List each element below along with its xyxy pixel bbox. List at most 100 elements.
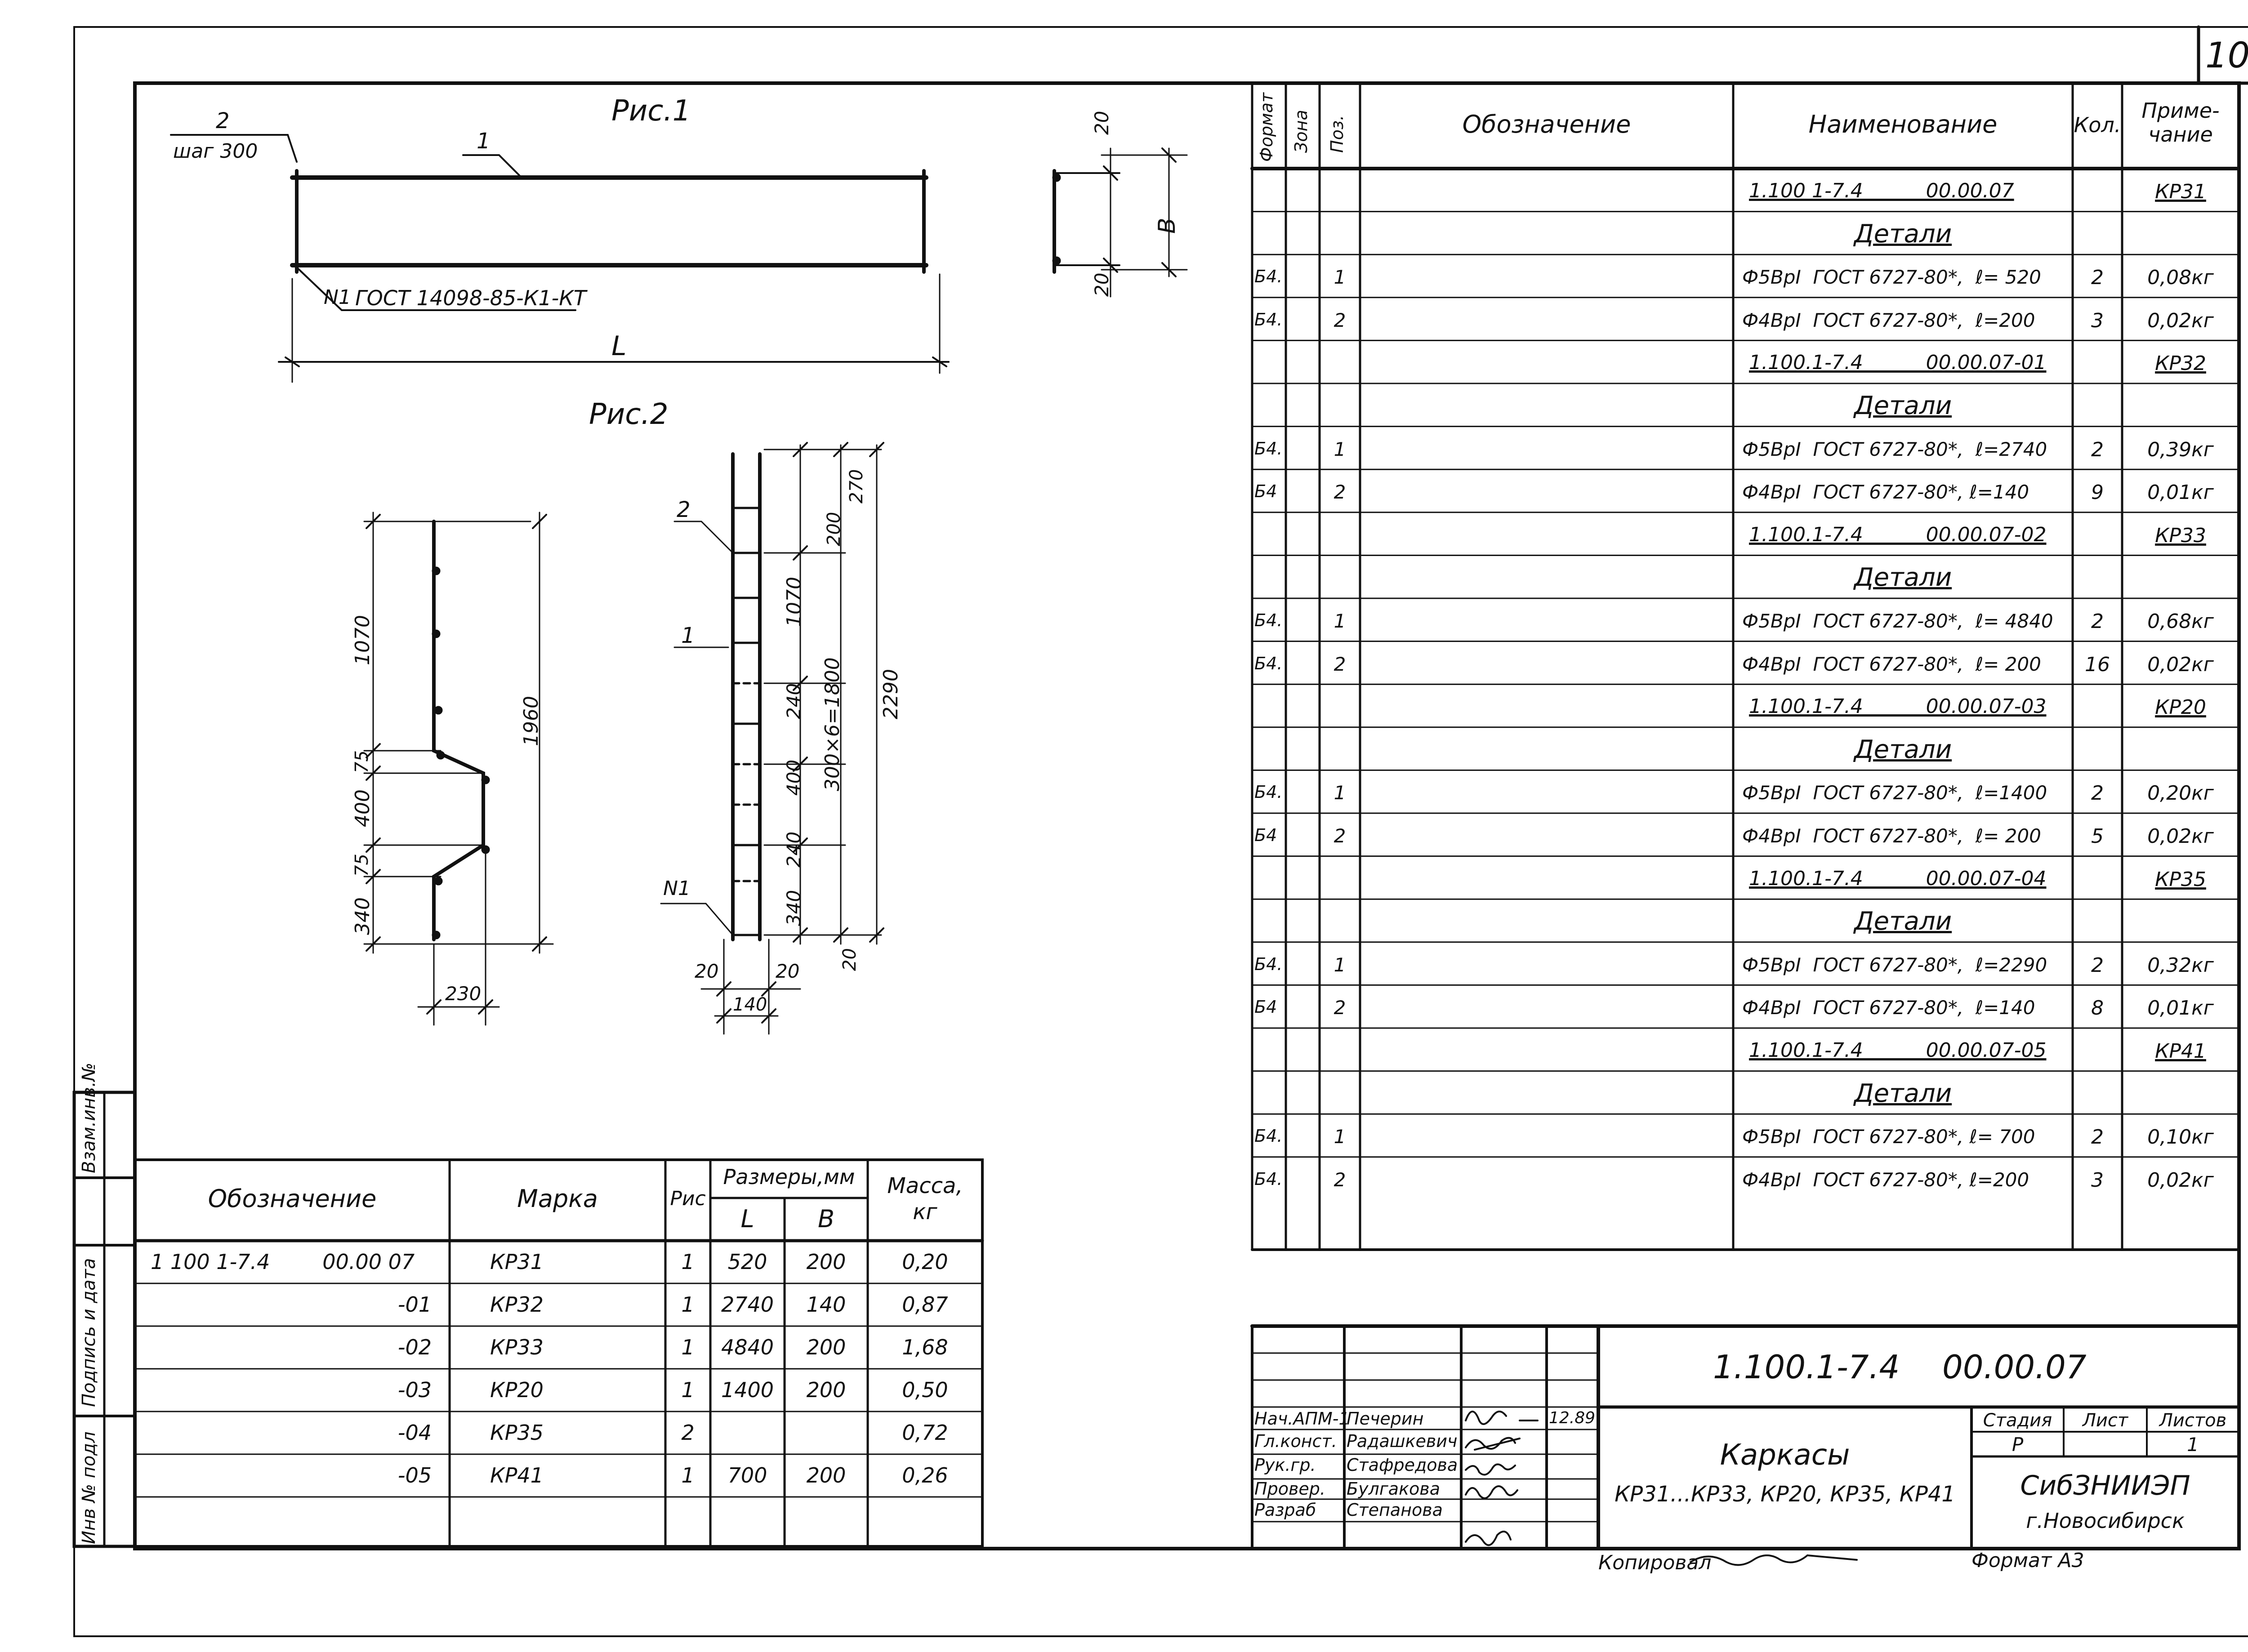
- spec-format-cell: Б4.: [1254, 954, 1283, 974]
- fig2-dim-140: 140: [733, 994, 767, 1015]
- marks-header-mass: Масса, кг: [887, 1173, 963, 1225]
- marks-designation-cell: -02: [397, 1335, 432, 1359]
- spec-pos-cell: 1: [1334, 438, 1346, 460]
- fig2-dim-1070r: 1070: [783, 577, 806, 627]
- title-line1: Каркасы: [1720, 1438, 1850, 1472]
- spec-note-cell: 0,01кг: [2147, 997, 2214, 1020]
- spec-header-pos: Поз.: [1327, 115, 1347, 153]
- spec-note-cell: 0,39кг: [2147, 438, 2214, 461]
- spec-item-name: Ф5ВрI ГОСТ 6727-80*, ℓ= 4840: [1742, 610, 2053, 632]
- spec-section-title: Детали: [1854, 907, 1952, 936]
- side-label-replace: Взам.инв.№: [79, 1062, 99, 1173]
- spec-note-cell: КР32: [2155, 352, 2206, 375]
- spec-format-cell: Б4.: [1254, 1126, 1283, 1146]
- doc-code: 1.100.1-7.4: [1713, 1348, 1900, 1386]
- spec-note-cell: 0,68кг: [2147, 610, 2214, 633]
- spec-header-zone: Зона: [1291, 110, 1311, 153]
- marks-mark-cell: КР35: [490, 1420, 544, 1445]
- page-number: 103: [2205, 36, 2248, 76]
- spec-note-cell: КР20: [2155, 696, 2206, 719]
- marks-header-sizes: Размеры,мм: [723, 1165, 855, 1189]
- spec-pos-cell: 2: [1334, 653, 1346, 675]
- marks-fig-cell: 2: [681, 1420, 695, 1445]
- fig2-n1: N1: [663, 877, 691, 900]
- spec-pos-cell: 1: [1334, 610, 1346, 632]
- stage-label: Стадия: [1983, 1410, 2052, 1431]
- fig2-pos1: 1: [681, 623, 695, 648]
- marks-mass-cell: 0,26: [902, 1463, 948, 1487]
- spec-header-note: Приме- чание: [2141, 98, 2220, 147]
- marks-B-cell: 140: [806, 1292, 846, 1317]
- marks-header-designation: Обозначение: [208, 1184, 377, 1213]
- spec-item-name: Ф4ВрI ГОСТ 6727-80*, ℓ= 200: [1742, 825, 2041, 847]
- marks-mark-cell: КР41: [490, 1463, 544, 1487]
- spec-qty-cell: 2: [2091, 1126, 2104, 1149]
- spec-note-cell: КР41: [2155, 1040, 2206, 1063]
- fig2-dim-240a: 240: [783, 683, 805, 719]
- fig1-title: Рис.1: [611, 94, 691, 128]
- marks-mark-cell: КР33: [490, 1335, 544, 1359]
- spec-format-cell: Б4.: [1254, 1169, 1283, 1189]
- side-label-inventory: Инв № подл: [79, 1431, 99, 1544]
- spec-item-name: Ф4ВрI ГОСТ 6727-80*, ℓ=200: [1742, 309, 2035, 331]
- marks-L-cell: 2740: [721, 1292, 774, 1317]
- spec-format-cell: Б4.: [1254, 438, 1283, 459]
- sheets-value: 1: [2187, 1434, 2199, 1456]
- spec-item-name: Ф4ВрI ГОСТ 6727-80*, ℓ=140: [1742, 997, 2035, 1019]
- tb-date-cell: 12.89: [1549, 1409, 1596, 1427]
- marks-B-cell: 200: [806, 1463, 846, 1487]
- stage-value: Р: [2012, 1434, 2024, 1456]
- title-block-grid: [1250, 1324, 2241, 1548]
- spec-note-cell: 0,02кг: [2147, 1168, 2214, 1192]
- spec-format-cell: Б4: [1254, 481, 1277, 502]
- spec-doc-code: 1.100.1-7.4 00.00.07-02: [1749, 523, 2047, 546]
- sheets-label: Листов: [2159, 1410, 2227, 1431]
- spec-section-title: Детали: [1854, 391, 1952, 420]
- spec-format-cell: Б4.: [1254, 782, 1283, 802]
- spec-format-cell: Б4.: [1254, 653, 1283, 673]
- spec-format-cell: Б4: [1254, 825, 1277, 845]
- spec-doc-code: 1.100.1-7.4 00.00.07-01: [1749, 351, 2047, 374]
- signatures: [1465, 1411, 1858, 1566]
- fig2-dim-270: 270: [846, 469, 867, 503]
- spec-qty-cell: 9: [2091, 481, 2104, 504]
- spec-doc-code: 1.100.1-7.4 00.00.07-04: [1749, 867, 2047, 890]
- spec-note-cell: КР33: [2155, 524, 2206, 547]
- tb-name-cell: Булгакова: [1347, 1479, 1440, 1499]
- marks-designation-cell: -03: [397, 1378, 432, 1402]
- spec-note-cell: 0,02кг: [2147, 825, 2214, 848]
- spec-item-name: Ф5ВрI ГОСТ 6727-80*, ℓ=1400: [1742, 782, 2047, 804]
- fig2-dim-400: 400: [351, 789, 374, 827]
- marks-L-cell: 4840: [721, 1335, 774, 1359]
- marks-L-cell: 520: [727, 1250, 767, 1274]
- fig2-right-drawing: [660, 442, 884, 1035]
- tb-role-cell: Провер.: [1254, 1479, 1325, 1499]
- title-line2: КР31...КР33, КР20, КР35, КР41: [1615, 1482, 1955, 1507]
- spec-table-grid: [1250, 82, 2241, 1251]
- fig1-length: L: [611, 330, 627, 362]
- spec-note-cell: 0,08кг: [2147, 266, 2214, 289]
- marks-mass-cell: 1,68: [902, 1335, 948, 1359]
- spec-pos-cell: 2: [1334, 825, 1346, 847]
- marks-designation-cell: -04: [397, 1420, 432, 1445]
- spec-note-cell: 0,10кг: [2147, 1126, 2214, 1149]
- marks-mass-cell: 0,50: [902, 1378, 948, 1402]
- fig1-gost: ГОСТ 14098-85-К1-КТ: [355, 286, 587, 310]
- spec-pos-cell: 2: [1334, 1168, 1346, 1191]
- spec-header-name: Наименование: [1808, 110, 1998, 138]
- spec-header-qty: Кол.: [2074, 113, 2121, 137]
- marks-designation-cell: -01: [397, 1292, 432, 1317]
- spec-header-format: Формат: [1257, 92, 1276, 162]
- fig1-n1: N1: [324, 286, 351, 309]
- spec-note-cell: 0,02кг: [2147, 653, 2214, 676]
- marks-designation-cell: 1 100 1-7.4 00.00 07: [151, 1250, 415, 1274]
- spec-note-cell: 0,01кг: [2147, 481, 2214, 504]
- spec-note-cell: КР35: [2155, 868, 2206, 891]
- marks-L-cell: 1400: [721, 1378, 774, 1402]
- sheet-label: Лист: [2082, 1410, 2128, 1431]
- spec-pos-cell: 2: [1334, 309, 1346, 331]
- fig1-pos1: 1: [477, 129, 491, 154]
- marks-designation-cell: -05: [397, 1463, 432, 1487]
- fig2-dim-230: 230: [445, 983, 482, 1005]
